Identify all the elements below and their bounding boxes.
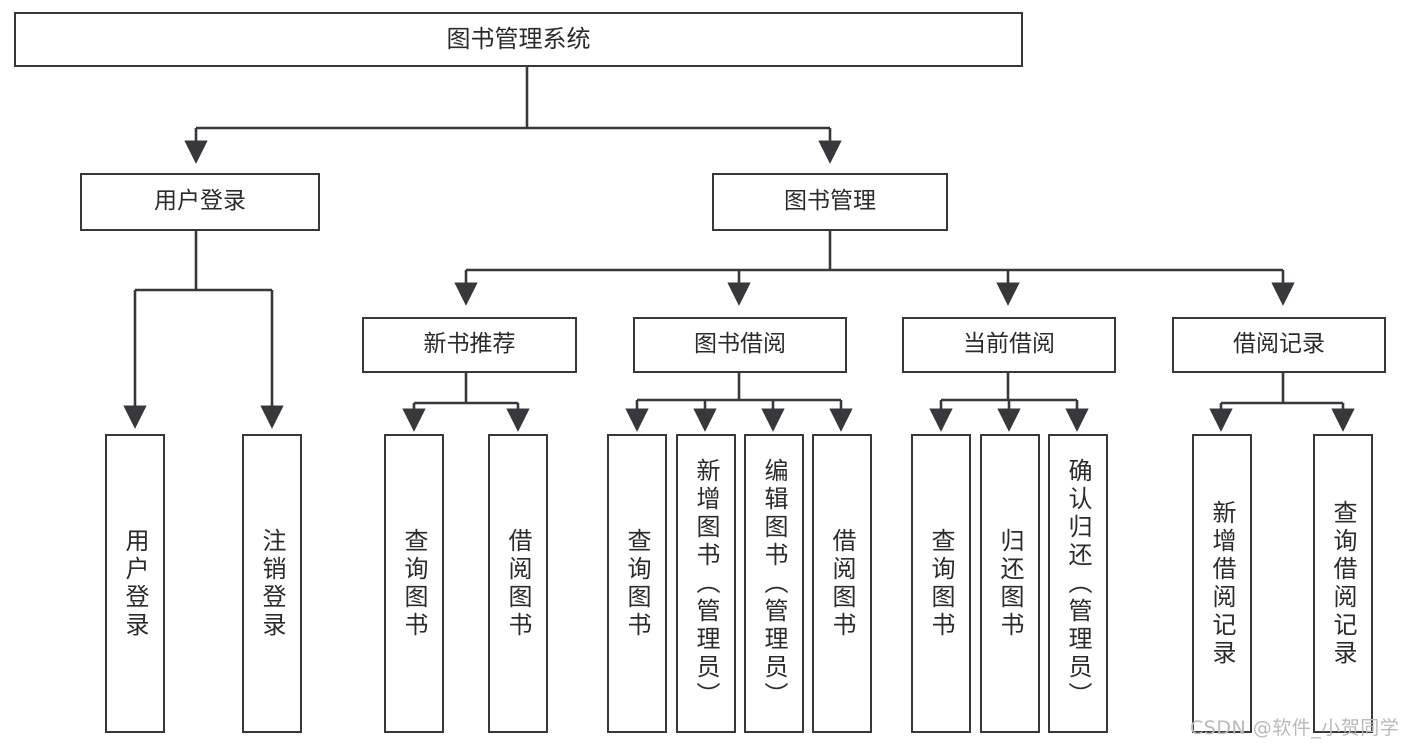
node-label: 查询图书 [927,527,955,640]
leaf-search-borrow-record[interactable]: 查询借阅记录 [1313,434,1373,733]
leaf-add-book-admin[interactable]: 新增图书（管理员） [676,434,736,733]
leaf-edit-book-admin[interactable]: 编辑图书（管理员） [744,434,804,733]
node-label: 编辑图书（管理员） [760,457,788,710]
node-label: 归还图书 [996,527,1024,640]
node-label: 图书管理系统 [446,25,591,54]
leaf-search-book-new[interactable]: 查询图书 [384,434,444,733]
node-current-borrow[interactable]: 当前借阅 [902,317,1116,373]
leaf-logout[interactable]: 注销登录 [242,434,302,733]
node-label: 借阅图书 [828,527,856,640]
node-label: 图书管理 [784,188,876,215]
node-label: 查询图书 [400,527,428,640]
node-label: 借阅记录 [1233,331,1325,358]
node-book-borrow[interactable]: 图书借阅 [633,317,847,373]
node-label: 借阅图书 [504,527,532,640]
node-label: 注销登录 [258,527,286,640]
node-label: 图书借阅 [694,331,786,358]
node-label: 用户登录 [121,527,149,640]
node-label: 新书推荐 [423,331,516,358]
leaf-search-book-current[interactable]: 查询图书 [911,434,971,733]
node-borrow-record[interactable]: 借阅记录 [1172,317,1386,373]
leaf-return-book[interactable]: 归还图书 [980,434,1040,733]
node-new-book-recommendation[interactable]: 新书推荐 [362,317,577,373]
leaf-borrow-book-new[interactable]: 借阅图书 [488,434,548,733]
node-label: 用户登录 [154,188,246,215]
node-label: 新增图书（管理员） [692,457,720,710]
leaf-search-book-borrow[interactable]: 查询图书 [607,434,667,733]
leaf-add-borrow-record[interactable]: 新增借阅记录 [1192,434,1252,733]
node-root-system[interactable]: 图书管理系统 [14,12,1023,67]
node-label: 查询借阅记录 [1329,499,1357,668]
node-user-login[interactable]: 用户登录 [80,173,320,231]
node-label: 查询图书 [623,527,651,640]
node-book-management[interactable]: 图书管理 [712,173,948,231]
leaf-borrow-book[interactable]: 借阅图书 [812,434,872,733]
leaf-confirm-return-admin[interactable]: 确认归还（管理员） [1048,434,1108,733]
node-label: 确认归还（管理员） [1064,457,1092,710]
node-label: 当前借阅 [963,331,1055,358]
node-label: 新增借阅记录 [1208,499,1236,668]
leaf-user-login[interactable]: 用户登录 [105,434,165,733]
